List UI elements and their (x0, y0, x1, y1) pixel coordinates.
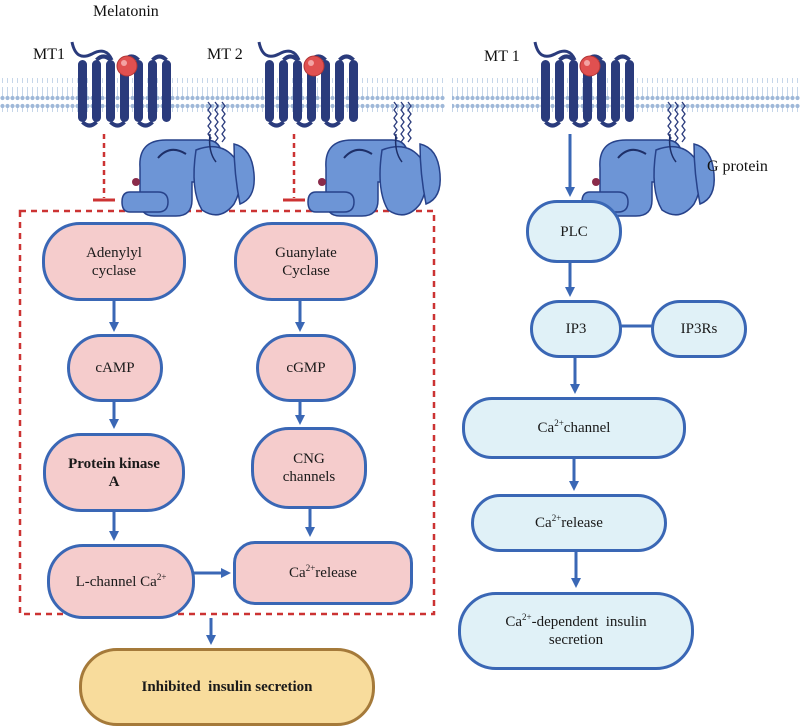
g-protein-label: G protein (707, 158, 768, 175)
ca-channel-label: Ca2+ channel (537, 418, 611, 437)
mt1-left-label: MT1 (33, 46, 65, 63)
guanylate-cyclase-node: Guanylate Cyclase (234, 222, 378, 301)
cell-membrane-left (0, 78, 445, 112)
ca-release-right-label: Ca2+ release (535, 513, 603, 532)
cng-channels-label: CNG channels (282, 451, 336, 485)
guanylate-cyclase-label: Guanylate Cyclase (275, 244, 337, 279)
g-protein-right (581, 101, 715, 217)
mt2-label: MT 2 (207, 46, 243, 63)
l-channel-label: L-channel Ca2+ (75, 571, 167, 590)
ip3rs-node: IP3Rs (651, 300, 747, 358)
cgmp-label: cGMP (286, 360, 326, 376)
mt2-inhibition-line (283, 134, 305, 202)
mt1-right-label: MT 1 (484, 48, 520, 65)
ip3-label: IP3 (565, 321, 587, 337)
mt1-receptor-left (70, 41, 171, 128)
g-protein-left (121, 101, 255, 217)
ca-release-left-label: Ca2+ release (289, 563, 357, 582)
inhibition-region-border (18, 209, 436, 616)
ca-release-right-node: Ca2+ release (471, 494, 667, 552)
mt1-inhibition-line (93, 134, 115, 202)
adenylyl-cyclase-node: Adenylyl cyclase (42, 222, 186, 301)
l-channel-node: L-channel Ca2+ (47, 544, 195, 619)
ip3-node: IP3 (530, 300, 622, 358)
protein-kinase-a-label: Protein kinase A (68, 455, 160, 490)
melatonin-label: Melatonin (93, 3, 159, 20)
ca-channel-node: Ca2+ channel (462, 397, 686, 459)
plc-label: PLC (560, 223, 588, 240)
plc-node: PLC (526, 200, 622, 263)
mt1-receptor-right (533, 41, 634, 128)
g-protein-middle (307, 101, 441, 217)
ca-release-left-node: Ca2+ release (233, 541, 413, 605)
adenylyl-cyclase-label: Adenylyl cyclase (86, 244, 142, 279)
ip3rs-label: IP3Rs (680, 321, 718, 337)
camp-label: cAMP (95, 360, 135, 376)
mt2-receptor (257, 41, 358, 128)
cng-channels-node: CNG channels (251, 427, 367, 509)
inhibited-insulin-secretion-label: Inhibited insulin secretion (141, 679, 313, 695)
inhibited-insulin-secretion-node: Inhibited insulin secretion (79, 648, 375, 726)
camp-node: cAMP (67, 334, 163, 402)
cgmp-node: cGMP (256, 334, 356, 402)
protein-kinase-a-node: Protein kinase A (43, 433, 185, 512)
